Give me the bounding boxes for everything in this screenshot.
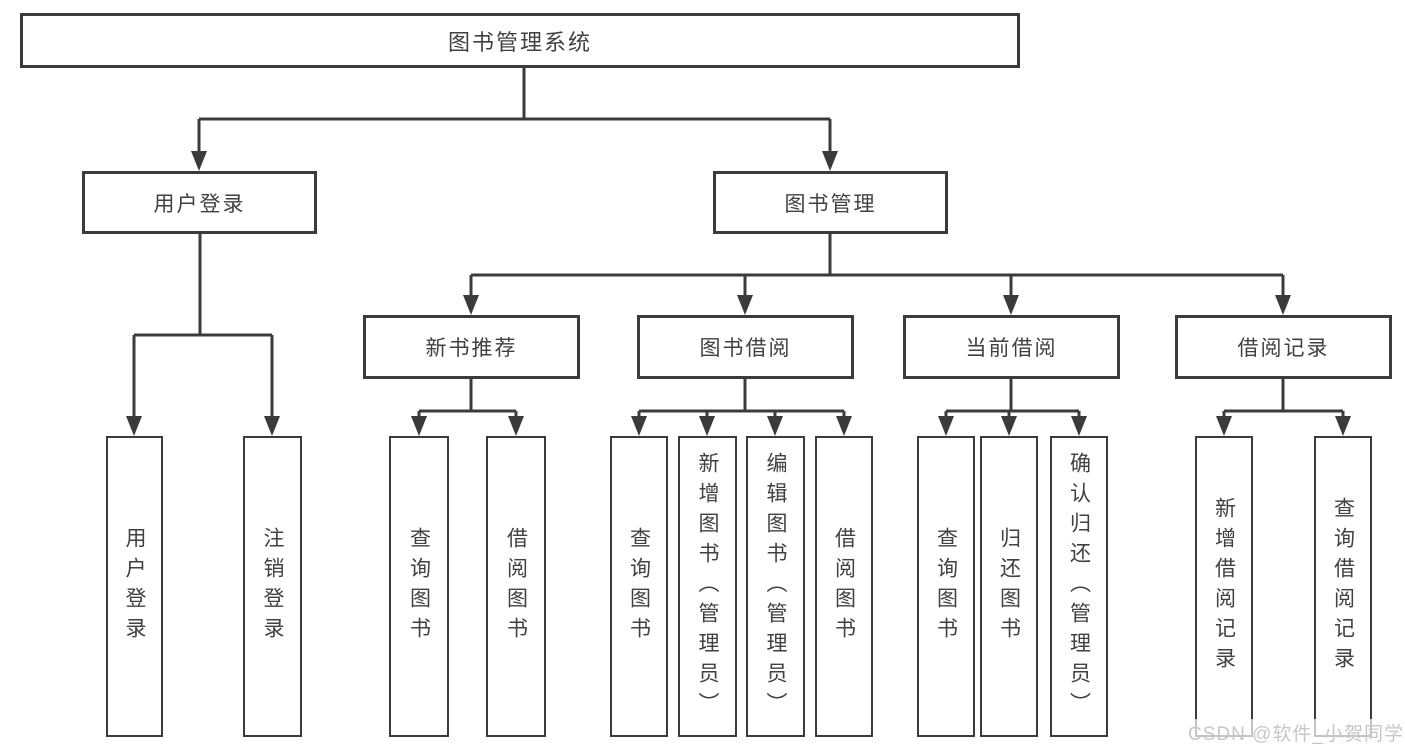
node-new-book-recommend: 新书推荐 [363,315,580,379]
leaf-label: 新增图书（管理员） [696,451,719,722]
leaf-return-books: 归还图书 [980,436,1038,737]
node-book-management: 图书管理 [713,171,948,234]
node-current-borrow: 当前借阅 [903,315,1120,379]
leaf-logout: 注销登录 [243,436,302,737]
arrow-down-icon [836,416,852,436]
node-user-login: 用户登录 [82,171,317,234]
arrow-down-icon [411,416,427,436]
node-book-borrow: 图书借阅 [637,315,854,379]
arrow-down-icon [737,295,753,315]
leaf-confirm-return-admin: 确认归还（管理员） [1050,436,1108,737]
arrow-down-icon [1275,295,1291,315]
leaf-add-books-admin: 新增图书（管理员） [678,436,737,737]
leaf-label: 注销登录 [261,526,284,647]
leaf-borrow-books: 借阅图书 [815,436,873,737]
node-label: 新书推荐 [425,337,518,360]
arrow-down-icon [126,416,142,436]
leaf-label: 借阅图书 [504,526,528,647]
arrow-down-icon [938,416,954,436]
leaf-query-books-borrow: 查询图书 [610,436,668,737]
leaf-query-books-recommend: 查询图书 [389,436,449,737]
leaf-label: 归还图书 [997,526,1021,647]
leaf-label: 查询借阅记录 [1331,496,1355,677]
arrow-down-icon [191,151,207,171]
leaf-query-borrow-record: 查询借阅记录 [1314,436,1372,737]
leaf-user-login: 用户登录 [106,436,163,737]
node-label: 图书借阅 [699,337,792,360]
leaf-query-books-current: 查询图书 [917,436,975,737]
arrow-down-icon [1003,295,1019,315]
leaf-label: 查询图书 [407,526,431,647]
arrow-down-icon [767,416,783,436]
node-root: 图书管理系统 [20,13,1020,68]
node-label: 用户登录 [153,192,246,216]
node-label: 借阅记录 [1237,337,1330,360]
leaf-borrow-books-recommend: 借阅图书 [486,436,546,737]
arrow-down-icon [822,151,838,171]
node-label: 图书管理系统 [447,29,592,55]
arrow-down-icon [1001,416,1017,436]
leaf-add-borrow-record: 新增借阅记录 [1195,436,1253,737]
csdn-watermark: CSDN @软件_小贺同学 [1186,719,1405,746]
leaf-label: 查询图书 [627,526,651,647]
arrow-down-icon [631,416,647,436]
leaf-label: 编辑图书（管理员） [764,451,787,722]
leaf-label: 新增借阅记录 [1212,496,1236,677]
node-label: 图书管理 [784,192,877,216]
leaf-label: 查询图书 [934,526,958,647]
arrow-down-icon [699,416,715,436]
arrowheads [126,151,1351,436]
leaf-label: 用户登录 [123,526,146,647]
tree-edges [132,68,1345,418]
leaf-label: 借阅图书 [832,526,856,647]
arrow-down-icon [1071,416,1087,436]
arrow-down-icon [508,416,524,436]
node-borrow-records: 借阅记录 [1175,315,1392,379]
arrow-down-icon [463,295,479,315]
arrow-down-icon [1335,416,1351,436]
node-label: 当前借阅 [965,337,1058,360]
leaf-edit-books-admin: 编辑图书（管理员） [746,436,805,737]
arrow-down-icon [1216,416,1232,436]
leaf-label: 确认归还（管理员） [1067,451,1091,722]
arrow-down-icon [264,416,280,436]
